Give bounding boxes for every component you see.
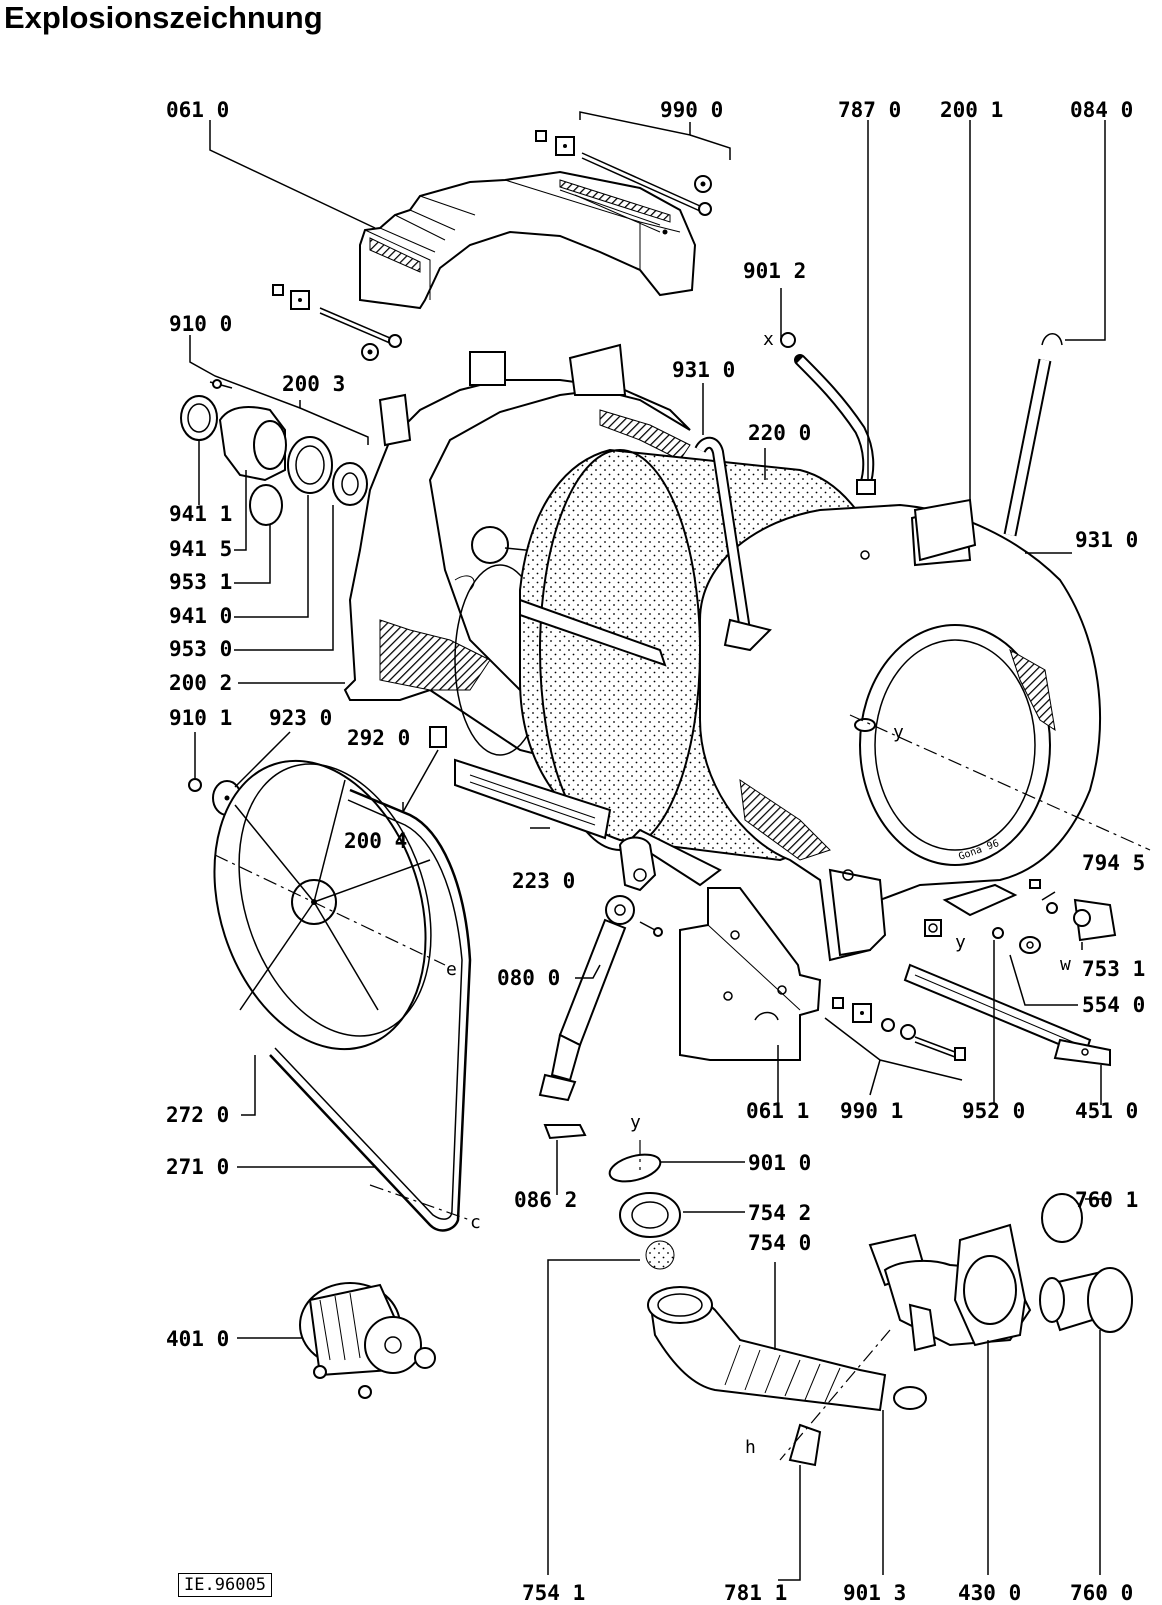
upper-counterweight <box>359 170 697 310</box>
label-7540: 754 0 <box>748 1231 811 1255</box>
marker-y-front: y <box>893 722 904 743</box>
drain-pump-group <box>788 1193 1133 1467</box>
marker-e: e <box>446 959 457 980</box>
label-7870: 787 0 <box>838 98 901 122</box>
label-7811: 781 1 <box>724 1581 787 1605</box>
rear-tub-half <box>343 343 691 772</box>
drive-belt <box>269 788 472 1232</box>
bearing-assembly <box>180 379 368 526</box>
label-7600: 760 0 <box>1070 1581 1133 1605</box>
bracket-top-right <box>913 498 977 562</box>
label-7945: 794 5 <box>1082 851 1145 875</box>
label-2004: 200 4 <box>344 829 407 853</box>
label-9010: 901 0 <box>748 1151 811 1175</box>
label-2002: 200 2 <box>169 671 232 695</box>
clip-292 <box>429 726 447 748</box>
label-0840: 084 0 <box>1070 98 1133 122</box>
label-7541: 754 1 <box>522 1581 585 1605</box>
bolt-set-lower <box>832 997 966 1061</box>
label-0862: 086 2 <box>514 1188 577 1212</box>
suspension-spring-right <box>1003 333 1063 537</box>
rail-223 <box>454 758 612 840</box>
label-2710: 271 0 <box>166 1155 229 1179</box>
label-7542: 754 2 <box>748 1201 811 1225</box>
part-labels: 061 0 990 0 787 0 200 1 084 0 901 2 910 … <box>166 98 1145 1605</box>
lower-counterweight <box>679 887 822 1061</box>
label-4300: 430 0 <box>958 1581 1021 1605</box>
label-2230: 223 0 <box>512 869 575 893</box>
label-2920: 292 0 <box>347 726 410 750</box>
label-7531: 753 1 <box>1082 957 1145 981</box>
label-9013: 901 3 <box>843 1581 906 1605</box>
label-9101: 910 1 <box>169 706 232 730</box>
marker-y-lower: y <box>955 932 966 953</box>
sump-hose <box>608 1153 887 1412</box>
marker-c: c <box>470 1212 481 1233</box>
centerlines <box>214 714 1151 1461</box>
sensor-group <box>942 879 1117 954</box>
label-9310a: 931 0 <box>672 358 735 382</box>
suspension-spring-left <box>694 436 772 652</box>
shock-absorber <box>538 836 663 1140</box>
label-9100: 910 0 <box>169 312 232 336</box>
label-5540: 554 0 <box>1082 993 1145 1017</box>
motor <box>299 1282 436 1399</box>
marker-h: h <box>745 1437 756 1458</box>
label-9530: 953 0 <box>169 637 232 661</box>
label-9901: 990 1 <box>840 1099 903 1123</box>
label-0610: 061 0 <box>166 98 229 122</box>
label-9310b: 931 0 <box>1075 528 1138 552</box>
leader-lines <box>189 111 1108 1581</box>
label-7601: 760 1 <box>1075 1188 1138 1212</box>
label-9411: 941 1 <box>169 502 232 526</box>
label-2003: 200 3 <box>282 372 345 396</box>
marker-w: w <box>1060 954 1071 975</box>
label-2720: 272 0 <box>166 1103 229 1127</box>
heating-element <box>903 963 1111 1067</box>
label-2001: 200 1 <box>940 98 1003 122</box>
label-2200: 220 0 <box>748 421 811 445</box>
label-4510: 451 0 <box>1075 1099 1138 1123</box>
label-0800: 080 0 <box>497 966 560 990</box>
marker-x: x <box>763 329 774 350</box>
label-9012: 901 2 <box>743 259 806 283</box>
bolt-set-left <box>272 284 402 361</box>
page-title: Explosionszeichnung <box>4 0 323 35</box>
label-9900: 990 0 <box>660 98 723 122</box>
label-0611: 061 1 <box>746 1099 809 1123</box>
front-tub-half <box>699 503 1101 962</box>
marker-y-hose: y <box>630 1112 641 1133</box>
label-9520: 952 0 <box>962 1099 1025 1123</box>
bolt-set-upper <box>535 130 712 216</box>
label-9410: 941 0 <box>169 604 232 628</box>
label-9230: 923 0 <box>269 706 332 730</box>
document-id-box: IE.96005 <box>178 1573 272 1597</box>
label-9531: 953 1 <box>169 570 232 594</box>
label-9415: 941 5 <box>169 537 232 561</box>
label-4010: 401 0 <box>166 1327 229 1351</box>
